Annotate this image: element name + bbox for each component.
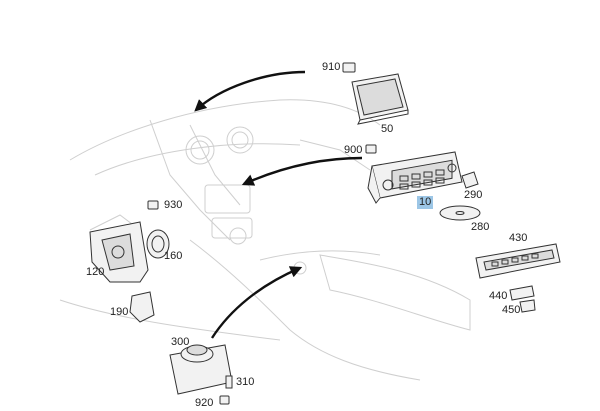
- part-900-clip: [365, 144, 377, 154]
- part-50-display: [351, 73, 409, 125]
- callout-120: 120: [86, 266, 105, 278]
- callout-160: 160: [164, 250, 183, 262]
- part-910-clip: [342, 62, 356, 73]
- callout-280: 280: [471, 221, 490, 233]
- callout-920: 920: [195, 397, 214, 409]
- arrow-to-display: [194, 70, 306, 112]
- part-120-bracket: [89, 221, 149, 283]
- part-300-controller: [169, 344, 233, 395]
- dashboard-outline: [59, 99, 471, 381]
- callout-910: 910: [322, 61, 341, 73]
- part-290-card: [461, 171, 479, 189]
- callout-190: 190: [110, 306, 129, 318]
- part-280-disc: [439, 205, 481, 221]
- arrow-to-head-unit: [241, 156, 363, 186]
- part-430-control-panel: [475, 243, 561, 279]
- callout-300: 300: [171, 336, 190, 348]
- callout-290: 290: [464, 189, 483, 201]
- callout-440: 440: [489, 290, 508, 302]
- callout-50: 50: [381, 123, 394, 135]
- part-930-clip: [147, 200, 159, 210]
- callout-430: 430: [509, 232, 528, 244]
- part-440-switch: [509, 285, 535, 301]
- part-160-speaker: [146, 229, 170, 259]
- callout-930: 930: [164, 199, 183, 211]
- part-450-plug: [519, 299, 536, 313]
- callout-450: 450: [502, 304, 521, 316]
- callout-10-highlighted: 10: [417, 196, 434, 209]
- part-310-screw: [225, 375, 233, 389]
- callout-310: 310: [236, 376, 255, 388]
- part-920-clip: [219, 395, 230, 405]
- arrow-to-console: [210, 266, 303, 339]
- callout-900: 900: [344, 144, 363, 156]
- part-190-cover: [129, 291, 155, 323]
- part-10-head-unit: [367, 151, 463, 204]
